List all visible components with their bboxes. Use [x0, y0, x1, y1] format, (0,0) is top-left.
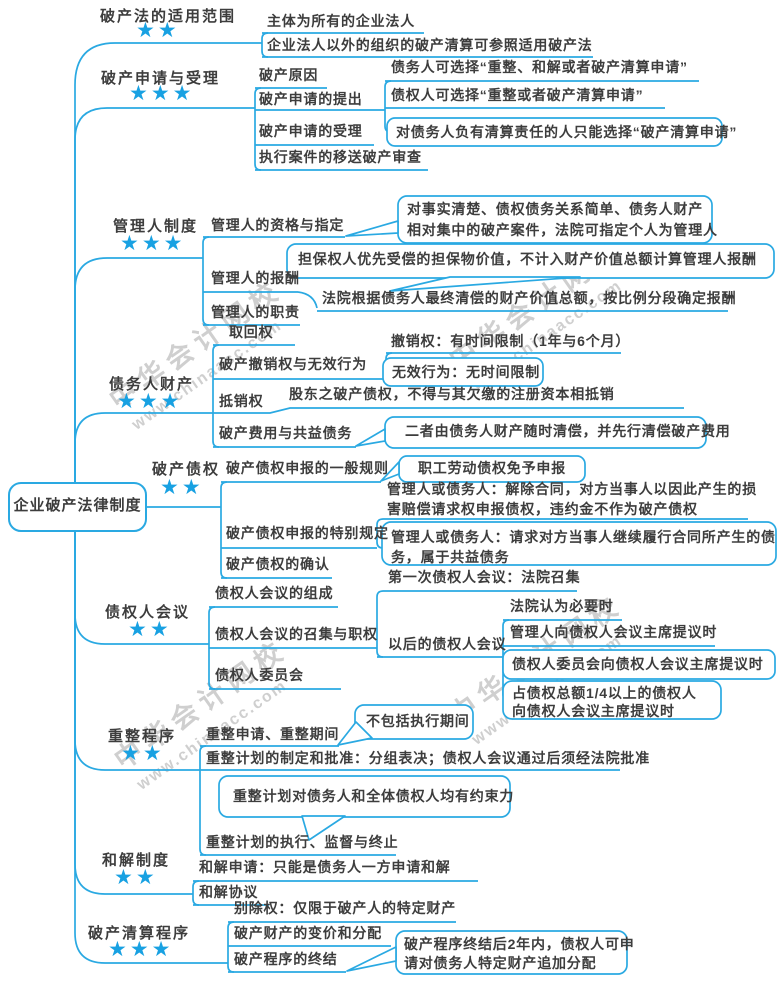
node-revocation-limit: 撤销权：有时间限制（1年与6个月） [391, 333, 631, 349]
node-first-meeting: 第一次债权人会议：法院召集 [388, 569, 581, 585]
branch-settlement-stars: ★★ [114, 866, 158, 889]
node-setoff-right: 抵销权 [219, 393, 264, 409]
central-topic-box [8, 482, 147, 532]
central-topic: 企业破产法律制度 [13, 497, 142, 514]
callout-labor-claims: 职工劳动债权免予申报 [418, 460, 566, 476]
node-admin-remuneration: 管理人的报酬 [211, 270, 300, 286]
node-invalid-no-limit: 无效行为：无时间限制 [392, 364, 540, 380]
node-claims-confirmation: 破产债权的确认 [226, 556, 330, 572]
node-admin-proposal: 管理人向债权人会议主席提议时 [510, 624, 718, 640]
node-contract-termination: 管理人或债务人：解除合同，对方当事人以因此产生的损 害赔偿请求权申报债权，违约金… [387, 481, 757, 517]
branch-debtor-property-stars: ★★★ [117, 390, 183, 413]
node-revocation-invalid: 破产撤销权与无效行为 [219, 356, 367, 372]
branch-administrator-stars: ★★★ [120, 232, 186, 255]
node-scope-other-orgs: 企业法人以外的组织的破产清算可参照适用破产法 [267, 37, 593, 53]
branch-reorganization-stars: ★★ [121, 742, 165, 765]
branch-creditors-meeting-label: 债权人会议 [105, 604, 191, 621]
node-settlement-application: 和解申请：只能是债务人一方申请和解 [199, 859, 451, 875]
node-procedure-termination: 破产程序的终结 [234, 951, 338, 967]
node-filing-submission: 破产申请的提出 [259, 91, 363, 107]
branch-creditors-meeting-stars: ★★ [128, 618, 172, 641]
branch-liquidation-label: 破产清算程序 [88, 925, 191, 942]
node-remuneration-tiers: 法院根据债务人最终清偿的财产价值总额，按比例分段确定报酬 [322, 290, 737, 306]
callout-additional-distribution: 破产程序终结后2年内，债权人可申 请对债务人特定财产追加分配 [404, 936, 635, 971]
node-settlement-agreement: 和解协议 [199, 884, 259, 900]
callout-secured-value: 担保权人优先受偿的担保物价值，不计入财产价值总额计算管理人报酬 [298, 251, 757, 267]
callout-admin-individual: 对事实清楚、债权债务关系简单、债务人财产 相对集中的破产案件，法院可指定个人为管… [407, 201, 718, 238]
branch-claims-stars: ★★ [160, 476, 204, 499]
node-case-transfer: 执行案件的移送破产审查 [259, 149, 422, 165]
node-debtor-options: 债务人可选择“重整、和解或者破产清算申请” [391, 59, 688, 75]
node-meeting-composition: 债权人会议的组成 [215, 585, 334, 601]
node-separation-right: 别除权：仅限于破产人的特定财产 [234, 900, 456, 916]
branch-settlement-label: 和解制度 [102, 852, 171, 869]
branch-liquidation-stars: ★★★ [108, 938, 174, 961]
branch-claims-label: 破产债权 [152, 461, 221, 478]
node-later-meetings: 以后的债权人会议 [388, 636, 507, 652]
branch-debtor-property-label: 债务人财产 [109, 376, 195, 393]
node-liquidation-duty-options: 对债务人负有清算责任的人只能选择“破产清算申请” [396, 124, 738, 140]
node-admin-qualification: 管理人的资格与指定 [211, 217, 345, 233]
node-meeting-convening: 债权人会议的召集与职权 [215, 626, 378, 642]
branch-scope-stars: ★★ [136, 19, 180, 42]
node-reorg-plan-approval: 重整计划的制定和批准：分组表决；债权人会议通过后须经法院批准 [206, 750, 650, 766]
branch-filing-label: 破产申请与受理 [101, 70, 221, 87]
node-reorg-plan-execution: 重整计划的执行、监督与终止 [206, 834, 399, 850]
node-contract-continuation: 管理人或债务人：请求对方当事人继续履行合同所产生的债 务，属于共益债务 [391, 529, 776, 565]
node-admin-duties: 管理人的职责 [211, 304, 300, 320]
node-filing-acceptance: 破产申请的受理 [259, 123, 363, 139]
node-recovery-right: 取回权 [229, 324, 274, 340]
node-creditor-options: 债权人可选择“重整或者破产清算申请” [391, 87, 644, 103]
node-claims-general-rule: 破产债权申报的一般规则 [226, 460, 389, 476]
callout-expenses-priority: 二者由债务人财产随时清偿，并先行清偿破产费用 [405, 423, 731, 439]
node-property-distribution: 破产财产的变价和分配 [234, 925, 382, 941]
node-expenses-debts: 破产费用与共益债务 [219, 425, 353, 441]
branch-filing-stars: ★★★ [129, 82, 195, 105]
callout-plan-binding: 重整计划对债务人和全体债权人均有约束力 [233, 788, 515, 804]
callout-no-execution-period: 不包括执行期间 [366, 713, 470, 729]
node-quarter-creditors-proposal: 占债权总额1/4以上的债权人 向债权人会议主席提议时 [512, 685, 697, 719]
node-shareholder-setoff: 股东之破产债权，不得与其欠缴的注册资本相抵销 [289, 386, 615, 402]
branch-scope-label: 破产法的适用范围 [100, 8, 237, 25]
node-creditors-committee: 债权人委员会 [215, 667, 304, 683]
node-court-necessary: 法院认为必要时 [510, 598, 614, 614]
branch-administrator-label: 管理人制度 [113, 218, 199, 235]
node-bankruptcy-cause: 破产原因 [259, 67, 319, 83]
node-committee-proposal: 债权人委员会向债权人会议主席提议时 [512, 656, 764, 672]
node-scope-subject: 主体为所有的企业法人 [267, 13, 415, 29]
node-reorg-application: 重整申请、重整期间 [206, 726, 340, 742]
branch-reorganization-label: 重整程序 [108, 728, 177, 745]
node-claims-special-rule: 破产债权申报的特别规定 [226, 525, 389, 541]
